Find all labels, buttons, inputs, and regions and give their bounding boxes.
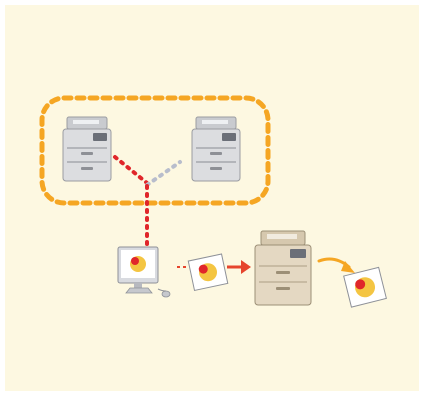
- printer-grey-icon: [191, 116, 241, 182]
- diagram-background: [5, 5, 419, 391]
- printer-grey-icon: [62, 116, 112, 182]
- printed-output-document-icon: [343, 266, 387, 308]
- active-link-left: [113, 155, 149, 185]
- connection-lines: [113, 155, 182, 247]
- output-arrow: [317, 257, 355, 273]
- inactive-link-right: [145, 160, 182, 187]
- printer-beige-icon: [254, 230, 312, 306]
- printer-group-outline: [39, 95, 271, 206]
- diagram-panel: [5, 5, 419, 391]
- computer-monitor-icon: [117, 246, 171, 298]
- print-job-document-icon: [187, 253, 229, 292]
- print-arrow: [177, 260, 251, 274]
